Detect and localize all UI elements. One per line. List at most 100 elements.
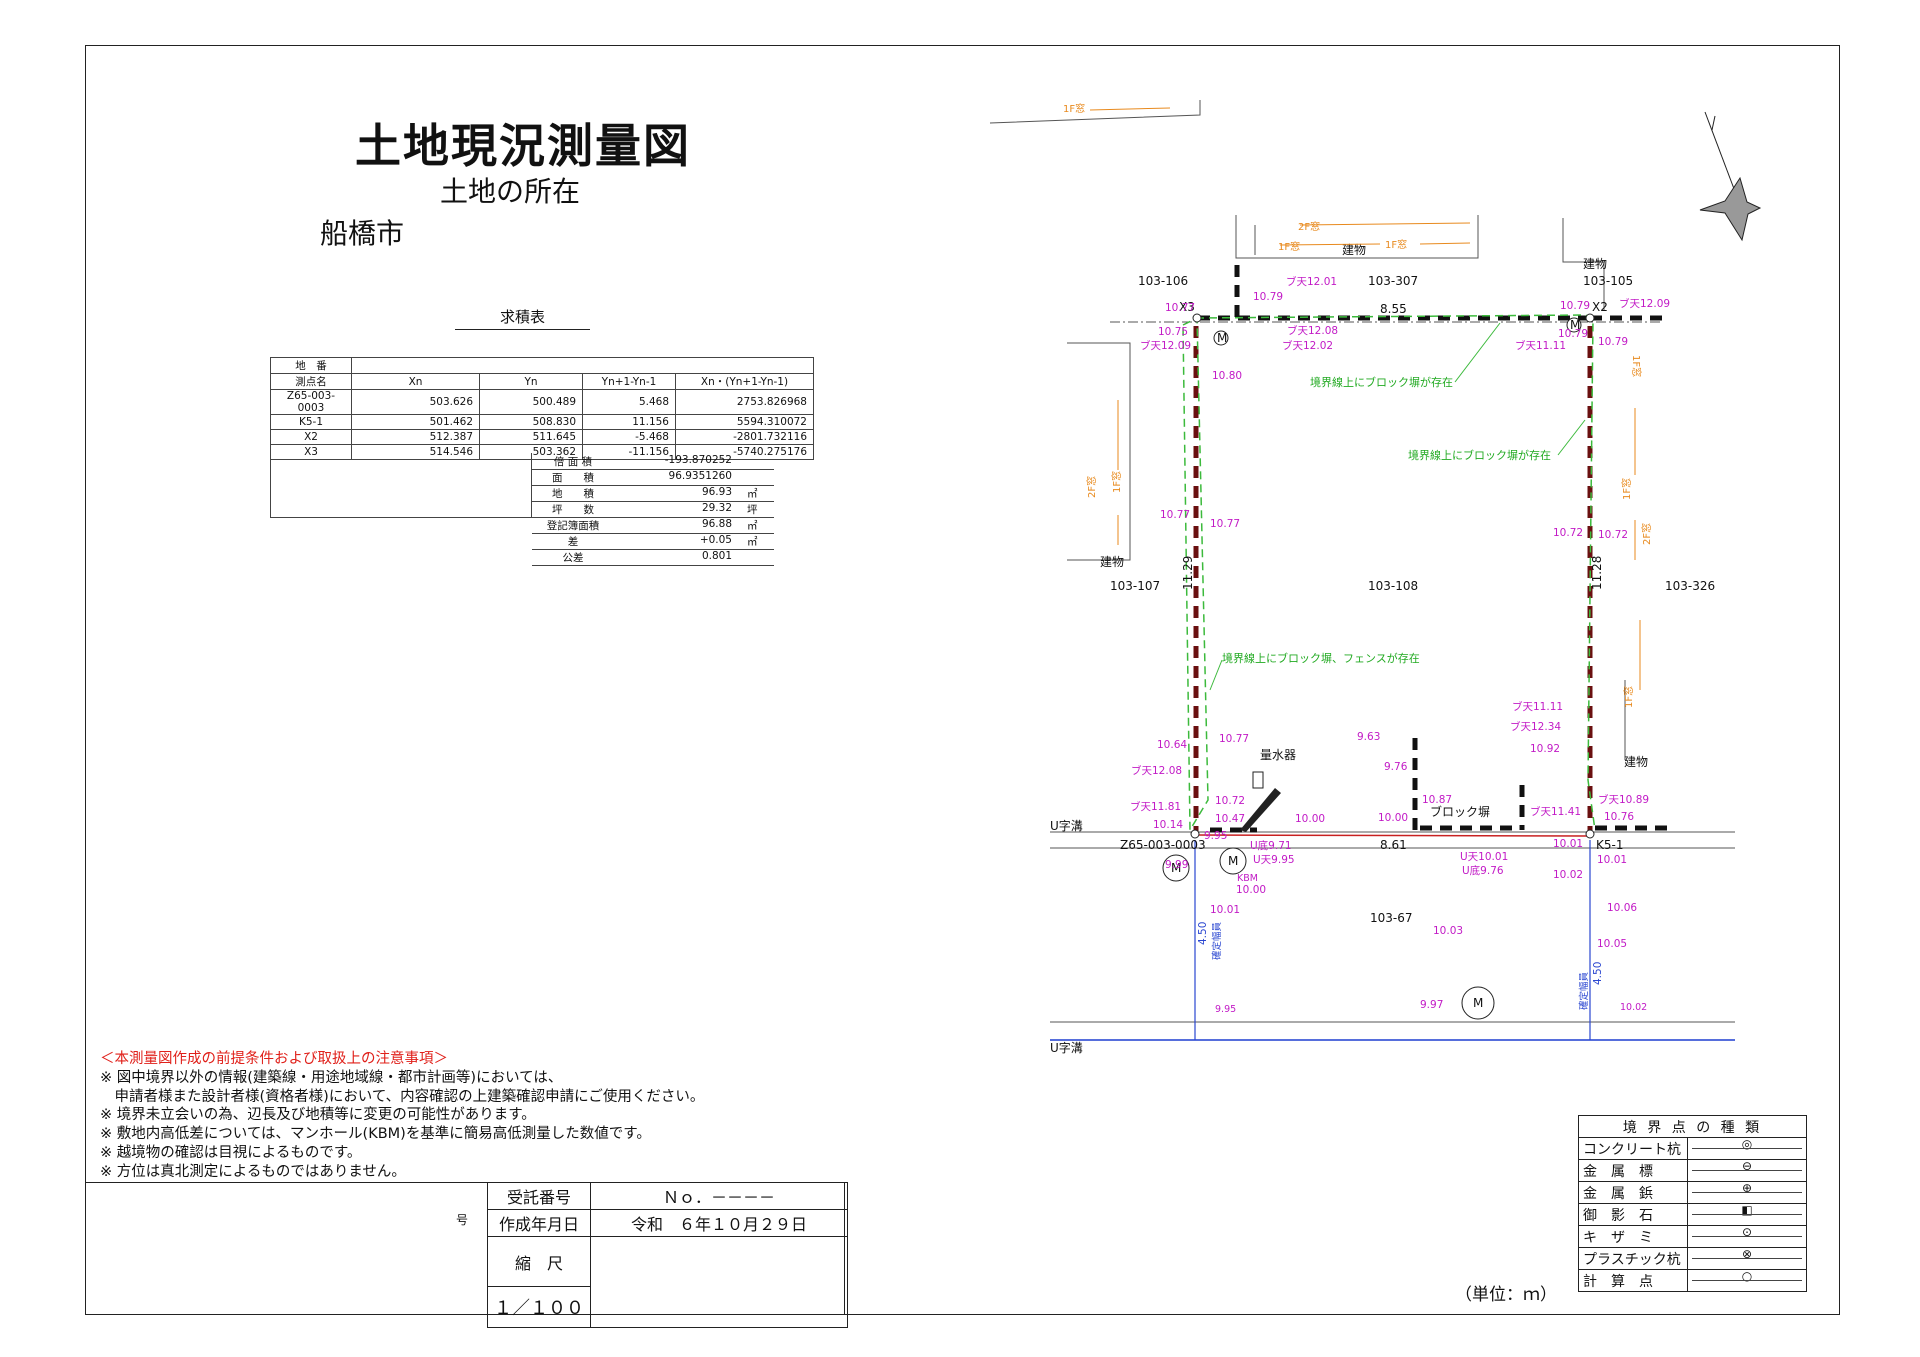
elevation-label: ブ天10.89 (1598, 793, 1649, 806)
window-leader (1299, 222, 1471, 226)
legend-symbol: ⊖ (1741, 1158, 1753, 1173)
elevation-label: ブ天11.11 (1515, 339, 1566, 352)
legend-row: 金 属 標⊖ (1578, 1158, 1807, 1182)
boundary-point-k5 (1585, 829, 1595, 839)
parcel-label: 103-106 (1138, 274, 1188, 288)
building-label: 建物 (1100, 555, 1124, 569)
summary-label: 地 積 (552, 488, 594, 500)
table-row: １／１００ (487, 1286, 848, 1328)
location-label: 土地の所在 (440, 175, 581, 208)
building-outline (1562, 218, 1605, 310)
elevation-label: 10.64 (1157, 739, 1187, 751)
building-outline (1067, 342, 1131, 561)
elevation-label: 10.00 (1295, 813, 1325, 825)
summary-label: 坪 数 (552, 504, 594, 516)
elevation-label: 10.01 (1553, 838, 1583, 850)
elevation-label: ブ天12.01 (1286, 275, 1337, 288)
window-label: 1F窓 (1385, 238, 1407, 251)
window-label: 1F窓 (1110, 471, 1123, 493)
window-label: 1F窓 (1278, 240, 1300, 253)
parcel-label: 103-326 (1665, 579, 1715, 593)
elevation-label: 9.63 (1357, 731, 1380, 743)
elevation-label: 10.92 (1530, 743, 1560, 755)
elevation-label: 10.77 (1219, 733, 1249, 745)
window-label: 1F窓 (1063, 102, 1085, 115)
table-cell: 501.462 (351, 414, 480, 430)
elevation-label: 9.97 (1420, 999, 1443, 1011)
location-value: 船橋市 (320, 217, 405, 250)
summary-value: +0.05 (699, 534, 732, 546)
summary-label: 公差 (562, 552, 584, 564)
summary-value: 96.9351260 (668, 470, 732, 482)
legend-name: 御 影 石 (1578, 1203, 1688, 1226)
parcel-label: 103-105 (1583, 274, 1633, 288)
table-cell: 500.489 (479, 389, 583, 415)
blank-cell (590, 1236, 848, 1328)
boundary-point-x2 (1585, 313, 1595, 323)
elevation-label: 9.95 (1204, 830, 1227, 842)
table-cell: -11.156 (582, 444, 676, 460)
elevation-label: 10.03 (1433, 925, 1463, 937)
calculated-point-symbol-icon: ○ (1687, 1269, 1807, 1292)
legend-name: 計 算 点 (1578, 1269, 1688, 1292)
window-leader (1279, 243, 1381, 246)
elevation-label: 10.77 (1165, 302, 1195, 314)
table-row: Z65-003-0003 503.626 500.489 5.468 2753.… (270, 389, 814, 415)
summary-value: 0.801 (701, 550, 732, 562)
side-label: 号 (456, 1213, 469, 1227)
table-cell: 508.830 (479, 414, 583, 430)
block-wall-label: ブロック塀 (1430, 804, 1490, 819)
elevation-label: U天9.95 (1253, 854, 1295, 866)
manhole-icon (1566, 317, 1582, 333)
legend-row: コンクリート杭◎ (1578, 1137, 1807, 1160)
elevation-label: 10.02 (1553, 869, 1583, 881)
road-width-dimension: 4.50 (1197, 922, 1209, 945)
building-label: 建物 (1583, 257, 1607, 271)
road-width-dimension: 4.50 (1592, 962, 1604, 985)
window-label: 1F窓 (1620, 478, 1633, 500)
elevation-label: 10.47 (1215, 813, 1245, 825)
note-line: ※ 方位は真北測定によるものではありません。 (100, 1163, 406, 1180)
elevation-label: 10.14 (1153, 819, 1183, 831)
table-cell: 512.387 (351, 429, 480, 445)
elevation-label: U底9.76 (1462, 864, 1504, 877)
ditch-label: U字溝 (1050, 818, 1083, 833)
summary-value: 29.32 (701, 502, 732, 514)
summary-value: 96.88 (701, 518, 732, 530)
plastic-pile-symbol-icon: ⊗ (1687, 1247, 1807, 1270)
manhole-icon (1162, 854, 1190, 882)
legend-row: 計 算 点○ (1578, 1269, 1807, 1292)
block-wall-note: 境界線上にブロック塀が存在 (1310, 375, 1453, 389)
table-row: 縮 尺 (487, 1236, 848, 1328)
water-meter-label: 量水器 (1260, 748, 1296, 762)
elevation-label: 10.79 (1558, 328, 1588, 340)
summary-value: 96.93 (701, 486, 732, 498)
parcel-label: 103-108 (1368, 579, 1418, 593)
point-name: X3 (1179, 300, 1195, 314)
dimension-label: 11.29 (1181, 556, 1195, 590)
manhole-label: M (1171, 861, 1181, 875)
elevation-label: ブ天12.02 (1282, 339, 1333, 352)
unit-label: （単位：ｍ） (1455, 1285, 1557, 1305)
green-boundary (1182, 316, 1209, 833)
window-leader (1419, 242, 1471, 245)
table-cell: K5-1 (270, 414, 352, 430)
legend-symbol: ⊕ (1741, 1180, 1753, 1195)
manhole-icon (1213, 330, 1229, 346)
summary-row: 倍 面 積-193.870252 (532, 454, 774, 470)
elevation-label: 9.99 (1165, 859, 1188, 871)
table-cell: -2801.732116 (675, 429, 814, 445)
elevation-label: 10.05 (1597, 938, 1627, 950)
elevation-label: 9.95 (1215, 1004, 1236, 1015)
building-outline (989, 100, 1201, 124)
scale-value: １／１００ (487, 1286, 591, 1328)
title-block-table: 受託番号 Ｎｏ．－－－－ 作成年月日 令和 ６年１０月２９日 縮 尺 １／１００ (487, 1182, 848, 1328)
water-meter-icon (1252, 771, 1264, 789)
manhole-label: M (1570, 318, 1580, 332)
boundary-point-legend: 境 界 点 の 種 類 コンクリート杭◎ 金 属 標⊖ 金 属 鋲⊕ 御 影 石… (1578, 1115, 1807, 1292)
ditch-label: U字溝 (1050, 1040, 1083, 1055)
block-wall-note: 境界線上にブロック塀が存在 (1408, 448, 1551, 462)
elevation-label: ブ天11.41 (1530, 805, 1581, 818)
road-width-label: 確定幅員 (1578, 971, 1590, 1010)
date-label: 作成年月日 (487, 1209, 591, 1237)
